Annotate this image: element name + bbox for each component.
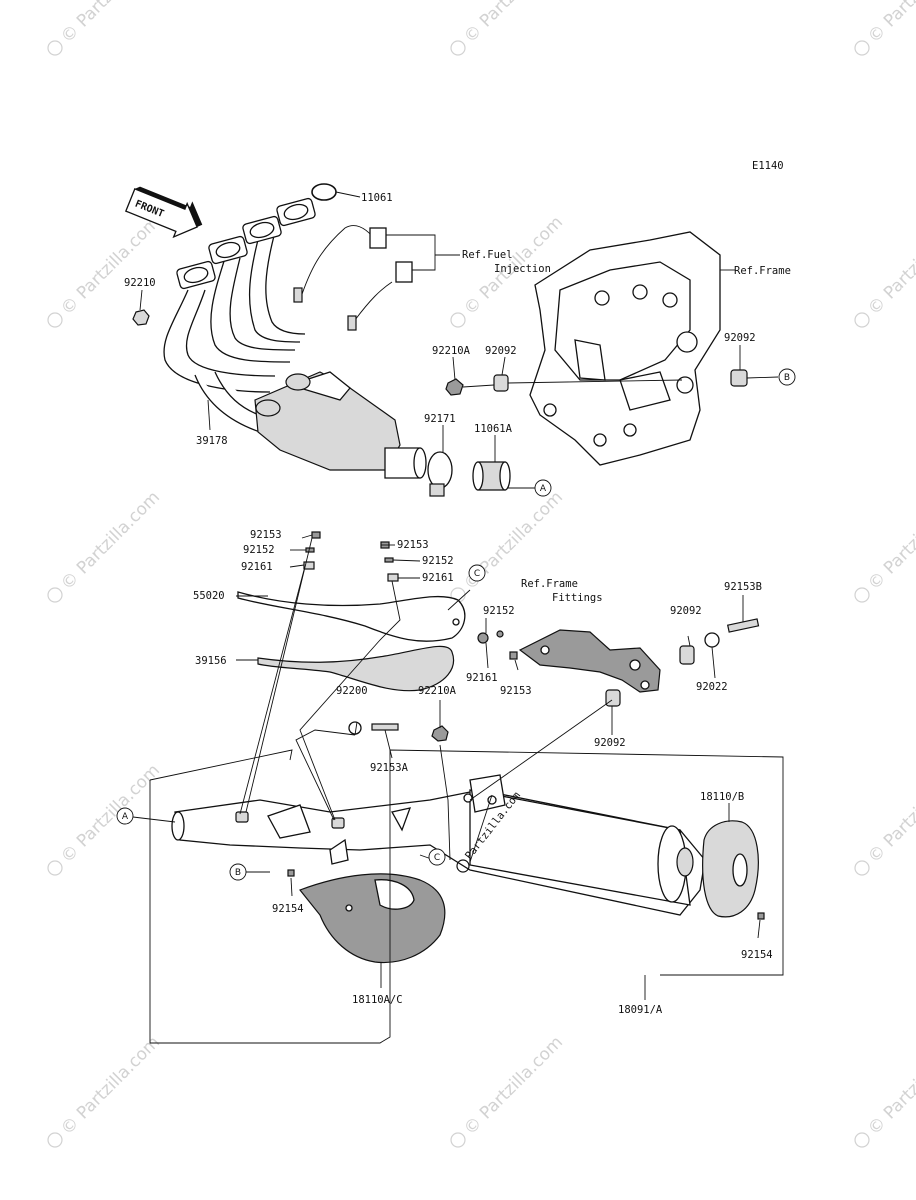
heat-guard-55020 xyxy=(237,591,466,642)
part-label: 92152 xyxy=(422,555,454,567)
part-label: 39156 xyxy=(195,655,227,667)
part-label: 92152 xyxy=(243,544,275,556)
ref-frame-fittings-2: Fittings xyxy=(552,592,603,604)
grommet-92092-bottom xyxy=(605,689,621,707)
svg-text:C: C xyxy=(434,853,440,863)
callout-C-bottom: C xyxy=(428,848,446,866)
svg-text:B: B xyxy=(784,373,790,383)
watermark: © Partzilla.com xyxy=(864,487,916,594)
part-label: 92153A xyxy=(370,762,409,774)
heat-guard-39156 xyxy=(257,645,455,692)
part-label: 92092 xyxy=(724,332,756,344)
watermark: © Partzilla.com xyxy=(864,0,916,47)
callout-C-top: C xyxy=(468,564,486,582)
watermark: © Partzilla.com xyxy=(57,487,164,594)
alignment-mark-icon xyxy=(456,859,470,873)
watermark: © Partzilla.com xyxy=(460,1032,567,1139)
heat-shield-18110AC xyxy=(299,873,446,964)
nut-92210A-mid xyxy=(431,725,449,742)
part-label: 92210A xyxy=(418,685,457,697)
part-label: 92154 xyxy=(741,949,773,961)
bolt-92153A xyxy=(371,723,399,731)
ref-frame-fittings: Ref.Frame xyxy=(521,578,578,590)
part-label: 18091/A xyxy=(618,1004,663,1016)
watermark: © Partzilla.com xyxy=(864,1032,916,1139)
part-label: 92210A xyxy=(432,345,471,357)
part-label: 92161 xyxy=(422,572,454,584)
part-label: 92161 xyxy=(241,561,273,573)
bolt-92153B xyxy=(726,618,760,633)
front-arrow-icon: FRONT xyxy=(124,186,203,239)
grommet-92092-right xyxy=(679,645,695,665)
ref-frame: Ref.Frame xyxy=(734,265,791,277)
callout-B-bottom: B xyxy=(229,863,247,881)
part-label: 92153 xyxy=(500,685,532,697)
gasket-ring-icon xyxy=(311,183,337,201)
part-label: 11061 xyxy=(361,192,393,204)
washer-92022 xyxy=(704,632,720,648)
diagram-code: E1140 xyxy=(752,160,784,172)
part-label: 92161 xyxy=(466,672,498,684)
part-label: 92153 xyxy=(250,529,282,541)
watermark: © Partzilla.com xyxy=(57,760,164,867)
end-cap-18110B xyxy=(702,820,759,918)
grommet-92161-mid xyxy=(387,573,399,582)
clamp-92171 xyxy=(427,451,453,497)
watermark: © Partzilla.com xyxy=(57,0,164,47)
frame-fittings-bracket xyxy=(518,629,661,693)
grommet-92092-frame xyxy=(730,369,748,387)
callout-B-top: B xyxy=(778,368,796,386)
part-label: 92210 xyxy=(124,277,156,289)
part-label: 92200 xyxy=(336,685,368,697)
part-label: 92153 xyxy=(397,539,429,551)
part-label: 92154 xyxy=(272,903,304,915)
washer-92152-lower xyxy=(496,630,504,638)
nut-92210A-top xyxy=(445,378,464,396)
part-label: 92092 xyxy=(594,737,626,749)
grommet-92092-top xyxy=(493,374,509,392)
svg-text:A: A xyxy=(122,812,129,822)
watermark: © Partzilla.com xyxy=(460,0,567,47)
bolt-92153-lower xyxy=(509,651,518,660)
part-label: 92092 xyxy=(485,345,517,357)
bolt-92154-right xyxy=(757,912,765,920)
part-label: 92171 xyxy=(424,413,456,425)
part-label: 92022 xyxy=(696,681,728,693)
part-label: 92153B xyxy=(724,581,762,593)
part-label: 18110A/C xyxy=(352,994,403,1006)
sleeve-11061A xyxy=(472,461,511,491)
callout-A-top: A xyxy=(534,479,552,497)
svg-text:C: C xyxy=(474,569,480,579)
watermark: © Partzilla.com xyxy=(57,1032,164,1139)
watermark: © Partzilla.com xyxy=(864,760,916,867)
part-label: 92092 xyxy=(670,605,702,617)
grommet-92161-left xyxy=(303,561,315,570)
bolt-92154-left xyxy=(287,869,295,877)
ref-fuel-injection: Ref.Fuel xyxy=(462,249,513,261)
svg-text:B: B xyxy=(235,868,241,878)
part-label: 39178 xyxy=(196,435,228,447)
part-label: 18110/B xyxy=(700,791,744,803)
callout-A-bottom: A xyxy=(116,807,134,825)
watermark: © Partzilla.com xyxy=(57,212,164,319)
nut-92161-lower xyxy=(477,632,489,644)
exhaust-header-pipes xyxy=(132,183,427,479)
part-label: 11061A xyxy=(474,423,513,435)
watermark: © Partzilla.com xyxy=(864,212,916,319)
washer-92152-mid xyxy=(384,557,394,563)
bolt-92153-left xyxy=(311,531,321,539)
frame-reference xyxy=(529,231,721,466)
part-label: 55020 xyxy=(193,590,225,602)
washer-92152-left xyxy=(305,547,315,553)
svg-text:A: A xyxy=(540,484,547,494)
part-label: 92152 xyxy=(483,605,515,617)
muffler-assembly xyxy=(171,774,706,916)
ref-fuel-injection-2: Injection xyxy=(494,263,551,275)
